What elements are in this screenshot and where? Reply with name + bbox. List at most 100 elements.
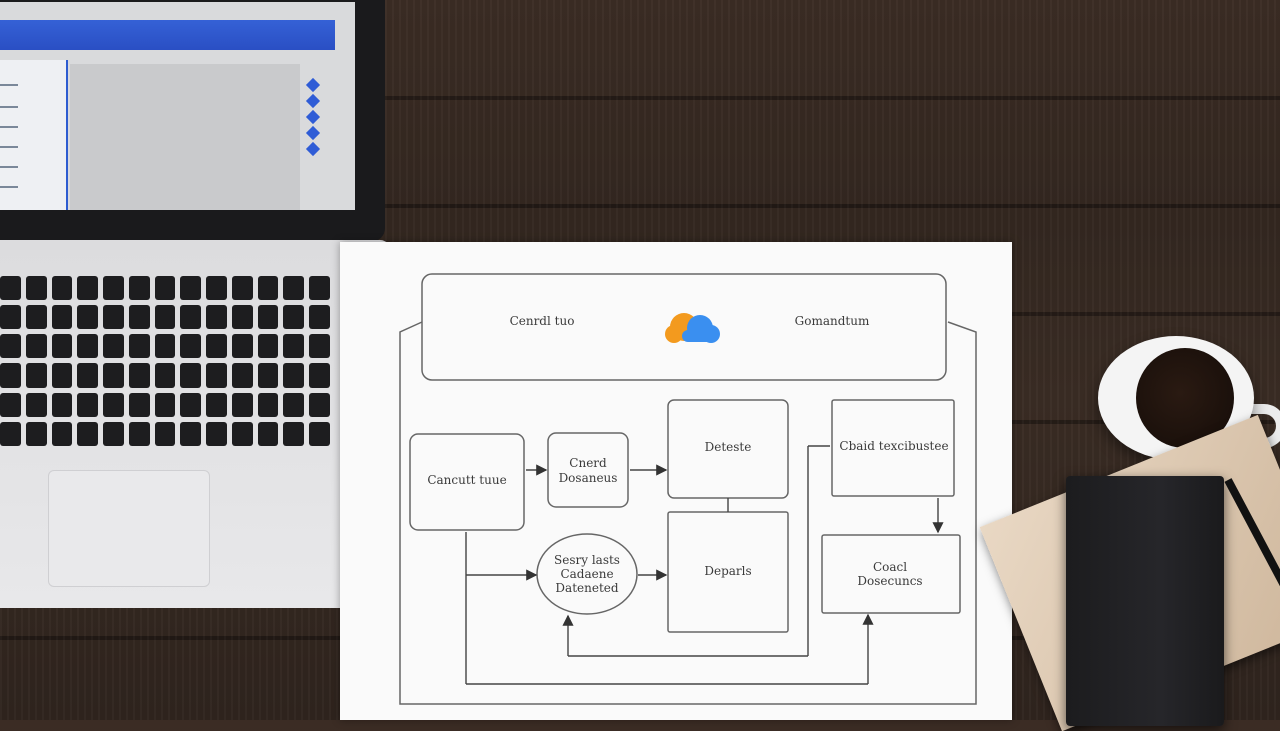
- laptop-base: [0, 240, 390, 608]
- keyboard-key: [128, 421, 150, 446]
- right-top-box: [831, 399, 955, 497]
- black-notebook: [1066, 476, 1224, 726]
- center-bottom-label: Deparls: [704, 564, 751, 578]
- keyboard-key: [180, 421, 202, 446]
- middle-node-box: [547, 432, 629, 508]
- keyboard-key: [309, 334, 330, 359]
- keyboard-key: [206, 421, 227, 446]
- keyboard-key: [180, 305, 202, 330]
- keyboard-key: [0, 305, 21, 330]
- screen-header-bar: [0, 20, 335, 50]
- keyboard-key: [283, 305, 305, 330]
- keyboard-key: [231, 334, 253, 359]
- keyboard-key: [128, 276, 150, 301]
- keyboard-key: [25, 421, 47, 446]
- keyboard-key: [51, 392, 73, 417]
- keyboard-key: [309, 305, 330, 330]
- keyboard-key: [309, 421, 330, 446]
- screen-gear-icons: [305, 77, 321, 160]
- keyboard-key: [128, 305, 150, 330]
- laptop-trackpad: [48, 470, 210, 587]
- keyboard-key: [206, 392, 227, 417]
- keyboard-key: [180, 392, 202, 417]
- top-left-label: Cenrdl tuo: [510, 314, 575, 328]
- keyboard-key: [231, 392, 253, 417]
- keyboard-key: [309, 363, 330, 388]
- keyboard-key: [0, 392, 21, 417]
- keyboard-key: [128, 363, 150, 388]
- keyboard-key: [103, 421, 124, 446]
- center-top-label: Deteste: [705, 440, 752, 454]
- top-box: [421, 273, 947, 381]
- keyboard-key: [283, 363, 305, 388]
- keyboard-key: [154, 276, 176, 301]
- keyboard-key: [231, 421, 253, 446]
- keyboard-key: [206, 363, 227, 388]
- keyboard-key: [283, 392, 305, 417]
- keyboard-key: [257, 363, 279, 388]
- keyboard-key: [128, 334, 150, 359]
- keyboard-key: [25, 305, 47, 330]
- keyboard-key: [206, 334, 227, 359]
- keyboard-key: [25, 392, 47, 417]
- keyboard-key: [25, 363, 47, 388]
- keyboard-key: [0, 421, 21, 446]
- diagram-paper: Cenrdl tuo Gomandtum Cancutt tuue Cnerd …: [340, 242, 1012, 720]
- keyboard-key: [231, 305, 253, 330]
- cloud-icon: [665, 313, 720, 343]
- keyboard-key: [103, 305, 124, 330]
- keyboard-key: [77, 334, 99, 359]
- ellipse-label-2: Cadaene: [560, 567, 613, 581]
- right-bottom-label-1: Coacl: [873, 560, 907, 574]
- keyboard-key: [154, 421, 176, 446]
- screen-sidebar: [0, 60, 68, 210]
- middle-node-label-1: Cnerd: [569, 456, 607, 470]
- keyboard-key: [257, 305, 279, 330]
- flow-diagram: Cenrdl tuo Gomandtum Cancutt tuue Cnerd …: [399, 273, 977, 705]
- right-bottom-box: [821, 534, 961, 614]
- keyboard-key: [283, 276, 305, 301]
- laptop-lid: [0, 0, 385, 242]
- keyboard-key: [180, 334, 202, 359]
- keyboard-key: [103, 392, 124, 417]
- keyboard-key: [77, 276, 99, 301]
- keyboard-key: [154, 392, 176, 417]
- laptop-keyboard: [0, 276, 330, 446]
- keyboard-key: [154, 305, 176, 330]
- outer-frame: [399, 321, 977, 705]
- keyboard-key: [180, 363, 202, 388]
- keyboard-key: [206, 276, 227, 301]
- keyboard-key: [154, 363, 176, 388]
- keyboard-key: [309, 276, 330, 301]
- keyboard-key: [257, 276, 279, 301]
- left-node-box: [409, 433, 525, 531]
- keyboard-key: [283, 334, 305, 359]
- keyboard-key: [103, 276, 124, 301]
- ellipse-label-3: Dateneted: [555, 581, 618, 595]
- laptop-screen: [0, 2, 355, 210]
- keyboard-key: [0, 334, 21, 359]
- keyboard-key: [103, 334, 124, 359]
- keyboard-key: [51, 334, 73, 359]
- keyboard-key: [231, 276, 253, 301]
- keyboard-key: [283, 421, 305, 446]
- keyboard-key: [180, 276, 202, 301]
- keyboard-key: [128, 392, 150, 417]
- keyboard-key: [0, 363, 21, 388]
- keyboard-key: [154, 334, 176, 359]
- keyboard-key: [309, 392, 330, 417]
- keyboard-key: [51, 305, 73, 330]
- top-right-label: Gomandtum: [795, 314, 870, 328]
- keyboard-key: [257, 421, 279, 446]
- keyboard-key: [257, 334, 279, 359]
- middle-node-label-2: Dosaneus: [559, 471, 618, 485]
- screen-content-area: [70, 64, 300, 210]
- ellipse-label-1: Sesry lasts: [554, 553, 620, 567]
- keyboard-key: [231, 363, 253, 388]
- keyboard-key: [25, 276, 47, 301]
- keyboard-key: [51, 421, 73, 446]
- keyboard-key: [77, 305, 99, 330]
- keyboard-key: [0, 276, 21, 301]
- keyboard-key: [77, 421, 99, 446]
- keyboard-key: [51, 276, 73, 301]
